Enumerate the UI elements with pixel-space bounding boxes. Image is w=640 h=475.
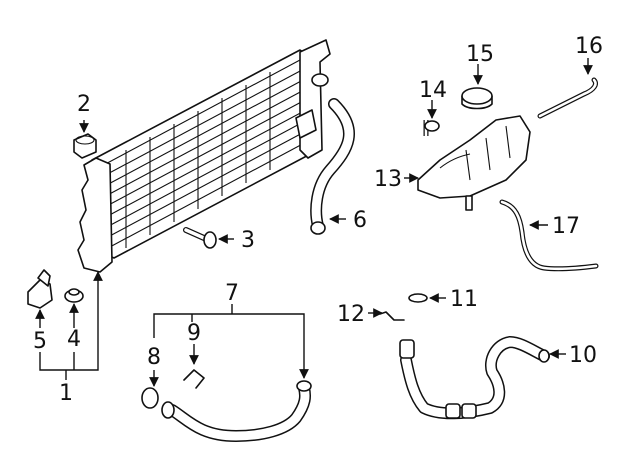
- part-4-grommet: [64, 288, 84, 303]
- radiator-bracket: [295, 109, 317, 139]
- radiator: [77, 39, 331, 273]
- radiator-left-tank: [77, 157, 113, 273]
- callout-3: 3: [241, 228, 255, 253]
- callout-17: 17: [552, 214, 580, 239]
- callout-12: 12: [337, 302, 365, 327]
- callout-11: 11: [450, 287, 478, 312]
- callout-10: 10: [569, 343, 597, 368]
- callout-9: 9: [187, 321, 201, 346]
- callout-14: 14: [419, 78, 447, 103]
- leader-1: [39, 271, 103, 371]
- callout-5: 5: [33, 329, 47, 354]
- callout-7: 7: [225, 281, 239, 306]
- part-10-heater-hose: [399, 336, 550, 420]
- callout-2: 2: [77, 92, 91, 117]
- callout-4: 4: [67, 327, 81, 352]
- part-17-overflow-hose: [499, 199, 599, 272]
- part-15-cap: [461, 87, 493, 110]
- part-7-lower-hose: [161, 380, 312, 442]
- part-3-bolt: [183, 227, 217, 249]
- callout-8: 8: [147, 345, 161, 370]
- leader-7: [153, 313, 309, 379]
- part-11-o-ring: [408, 293, 428, 303]
- part-2-insulator: [73, 133, 97, 159]
- part-9-clip: [183, 369, 205, 389]
- callout-labels: 1 2 3 4 5 6 7 8 9 10 11 12 13 14 15 16 1…: [33, 34, 603, 406]
- part-8-o-ring: [141, 387, 159, 409]
- callout-15: 15: [466, 42, 494, 67]
- part-12-clip: [379, 311, 405, 321]
- callout-16: 16: [575, 34, 603, 59]
- callout-6: 6: [353, 208, 367, 233]
- callout-1: 1: [59, 381, 73, 406]
- callout-13: 13: [374, 167, 402, 192]
- part-5-drain-plug: [27, 269, 53, 309]
- part-16-vent-hose: [537, 77, 598, 119]
- leader-lines: [35, 58, 593, 387]
- radiator-right-tank: [299, 39, 331, 159]
- radiator-upper-outlet: [311, 73, 329, 87]
- radiator-fins: [97, 59, 311, 249]
- part-13-reservoir: [417, 115, 531, 211]
- part-14-bolt: [423, 120, 440, 136]
- part-6-upper-hose: [310, 98, 355, 235]
